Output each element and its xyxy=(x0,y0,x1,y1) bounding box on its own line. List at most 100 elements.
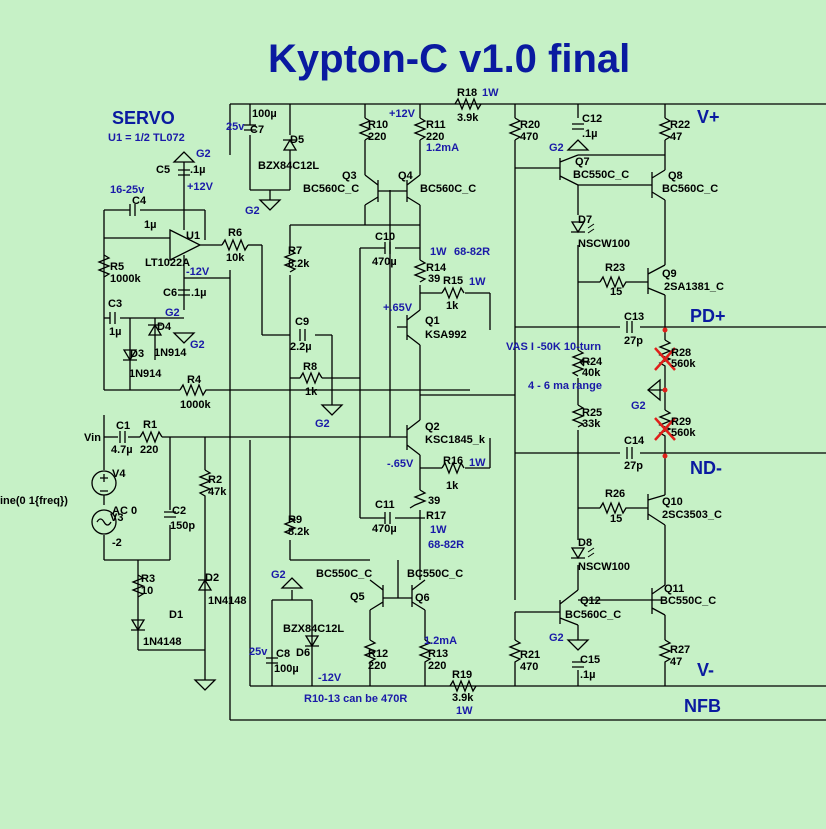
r2-symbol xyxy=(198,469,212,500)
c2-label: C2 xyxy=(172,505,186,517)
ground-g2-c7 xyxy=(258,199,282,211)
rail-label: +12V xyxy=(389,108,416,120)
rail-label: +12V xyxy=(187,181,214,193)
r10-value: 220 xyxy=(368,131,386,143)
r9-label: R9 xyxy=(288,514,302,526)
q12-part: BC560C_C xyxy=(565,609,621,621)
v3-label: V3 xyxy=(110,512,123,524)
q5-symbol xyxy=(369,579,398,611)
r18-symbol xyxy=(454,97,482,111)
q1-symbol xyxy=(397,309,421,346)
v4-label: V4 xyxy=(112,468,126,480)
q7-label: Q7 xyxy=(575,156,590,168)
c5-symbol xyxy=(178,169,190,176)
r28-label: R28 xyxy=(671,347,691,359)
r12-value: 220 xyxy=(368,660,386,672)
q4-part: BC560C_C xyxy=(420,183,476,195)
ground-label: G2 xyxy=(631,400,646,412)
d4-part: 1N914 xyxy=(154,347,187,359)
c7-label: C7 xyxy=(250,124,264,136)
q3-symbol xyxy=(364,174,390,206)
c10-symbol xyxy=(384,242,391,254)
r24-label: R24 xyxy=(582,356,603,368)
c7-symbol xyxy=(244,124,256,131)
r7-symbol xyxy=(283,249,297,273)
c1-label: C1 xyxy=(116,420,130,432)
r23-label: R23 xyxy=(605,262,625,274)
ground-label: G2 xyxy=(549,632,564,644)
q11-symbol xyxy=(651,584,666,616)
servo-note: U1 = 1/2 TL072 xyxy=(108,132,185,144)
u1-label: U1 xyxy=(186,230,200,242)
q8-symbol xyxy=(578,169,666,201)
d7-symbol xyxy=(570,221,586,234)
port-vplus: V+ xyxy=(697,107,720,127)
q12-label: Q12 xyxy=(580,595,601,607)
r2-label: R2 xyxy=(208,474,222,486)
r22-symbol xyxy=(658,117,672,141)
q5-label: Q5 xyxy=(350,591,365,603)
source-expr: ine(0 1{freq}) xyxy=(0,495,68,507)
d5-part: BZX84C12L xyxy=(258,160,319,172)
q4-label: Q4 xyxy=(398,170,414,182)
q7-part: BC550C_C xyxy=(573,169,629,181)
d2-label: D2 xyxy=(205,572,219,584)
ground-g2-c15 xyxy=(566,639,590,651)
r16-symbol xyxy=(441,461,465,475)
r23-symbol xyxy=(599,275,630,289)
r27-symbol xyxy=(658,639,672,670)
c15-value: .1µ xyxy=(580,669,596,681)
q2-symbol xyxy=(395,419,421,456)
r21-symbol xyxy=(508,639,522,670)
r15-value: 1k xyxy=(446,300,459,312)
d3-label: D3 xyxy=(130,348,144,360)
q11-part: BC550C_C xyxy=(660,595,716,607)
r17-label: R17 xyxy=(426,510,446,522)
c15-symbol xyxy=(572,661,584,668)
r19-label: R19 xyxy=(452,669,472,681)
d4-symbol xyxy=(147,323,163,336)
r12-symbol xyxy=(363,639,377,670)
rail-label: -12V xyxy=(318,672,342,684)
d1-symbol xyxy=(130,619,146,632)
q6-part: BC550C_C xyxy=(407,568,463,580)
d6-symbol xyxy=(304,635,320,648)
r8-label: R8 xyxy=(303,361,317,373)
r5-value: 1000k xyxy=(110,273,141,285)
v3-value: -2 xyxy=(112,537,122,549)
r4-symbol xyxy=(179,383,215,397)
c1-value: 4.7µ xyxy=(111,444,133,456)
port-vin: Vin xyxy=(84,432,101,444)
r24-value: 40k xyxy=(582,367,601,379)
r17-power: 1W xyxy=(430,524,447,536)
r21-label: R21 xyxy=(520,649,540,661)
r25-symbol xyxy=(571,404,585,428)
q8-label: Q8 xyxy=(668,170,683,182)
r20-symbol xyxy=(508,117,522,141)
r13-label: R13 xyxy=(428,648,448,660)
rail-label: -.65V xyxy=(387,458,414,470)
r14-symbol xyxy=(413,259,427,283)
port-ndminus: ND- xyxy=(690,458,722,478)
r3-value: 10 xyxy=(141,585,153,597)
r25-value: 33k xyxy=(582,418,601,430)
ground-g2-r8 xyxy=(320,404,344,416)
c9-symbol xyxy=(299,329,306,341)
d4-label: D4 xyxy=(157,321,172,333)
ground-label: G2 xyxy=(315,418,330,430)
r17-range: 68-82R xyxy=(428,539,464,551)
diode-symbols xyxy=(122,138,586,648)
r5-symbol xyxy=(97,254,111,278)
q10-symbol xyxy=(647,494,666,526)
v3-ac-label: AC 0 xyxy=(112,505,137,517)
r8-value: 1k xyxy=(305,386,318,398)
r16-label: R16 xyxy=(443,455,463,467)
d8-part: NSCW100 xyxy=(578,561,630,573)
r18-value: 3.9k xyxy=(457,112,479,124)
c10-label: C10 xyxy=(375,231,395,243)
r29-label: R29 xyxy=(671,416,691,428)
q3-label: Q3 xyxy=(342,170,357,182)
d6-part: BZX84C12L xyxy=(283,623,344,635)
c13-symbol xyxy=(626,321,633,333)
r14-label: R14 xyxy=(426,262,447,274)
